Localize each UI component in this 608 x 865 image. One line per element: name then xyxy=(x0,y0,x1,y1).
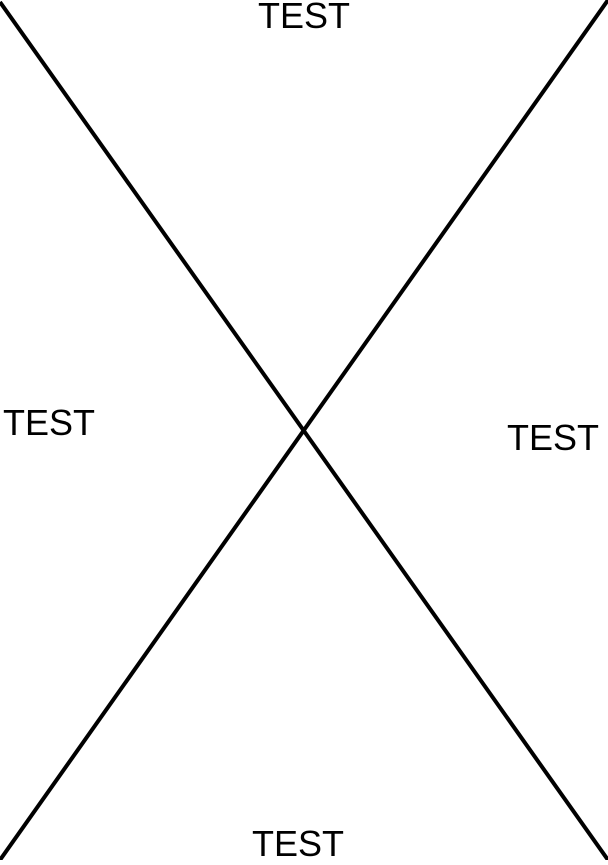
right-label: TEST xyxy=(507,417,600,458)
bottom-label: TEST xyxy=(252,823,345,864)
top-label: TEST xyxy=(258,0,351,36)
left-label: TEST xyxy=(3,402,96,443)
